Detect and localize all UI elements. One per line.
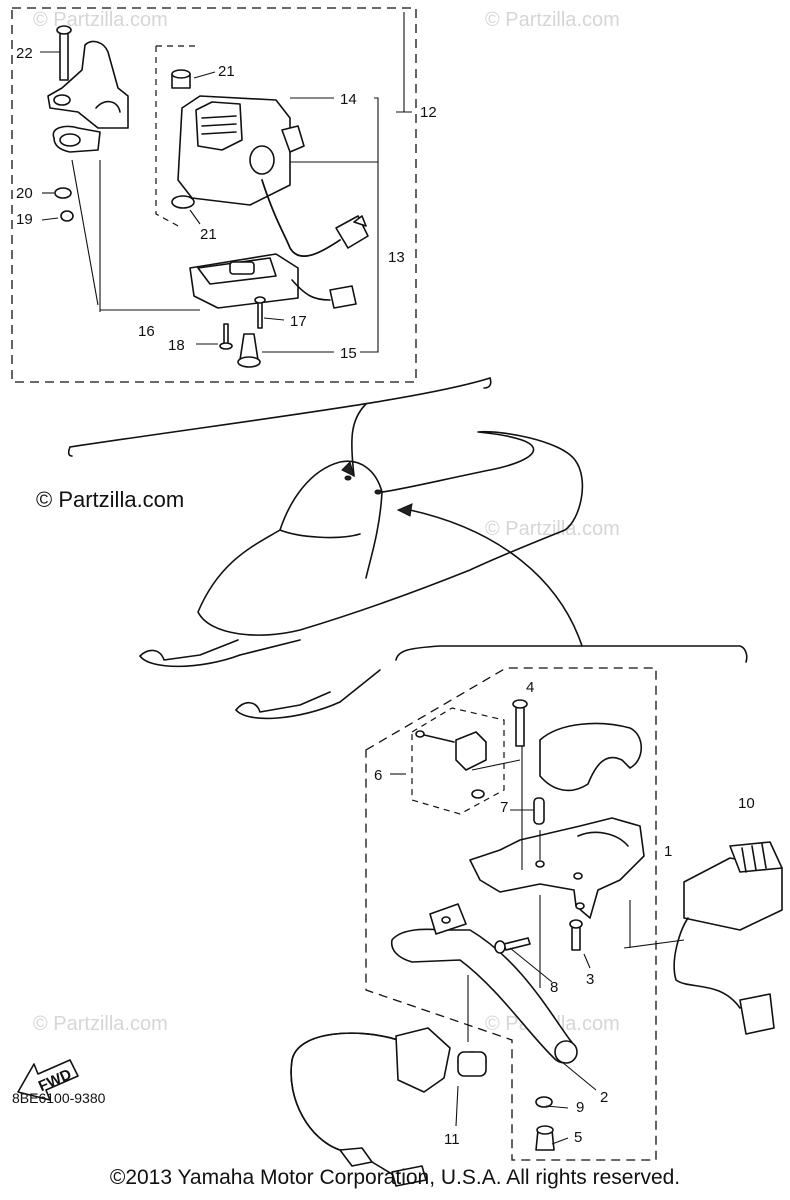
callout-16: 16 (138, 323, 155, 340)
diagram-code: 8BE6100-9380 (12, 1090, 106, 1106)
watermark-faint-2: © Partzilla.com (485, 9, 620, 31)
callout-10: 10 (738, 795, 755, 812)
callout-7: 7 (500, 799, 508, 816)
watermark-faint-3: © Partzilla.com (485, 518, 620, 540)
callout-4: 4 (526, 679, 534, 696)
callout-21b: 21 (200, 226, 217, 243)
watermark-faint-1: © Partzilla.com (33, 9, 168, 31)
callout-1: 1 (664, 843, 672, 860)
callout-5: 5 (574, 1129, 582, 1146)
callout-14: 14 (340, 91, 357, 108)
snowmobile-outline (67, 377, 748, 720)
callout-8: 8 (550, 979, 558, 996)
callout-6: 6 (374, 767, 382, 784)
callout-22: 22 (16, 45, 33, 62)
callout-2: 2 (600, 1089, 608, 1106)
callout-3: 3 (586, 971, 594, 988)
callout-12: 12 (420, 104, 437, 121)
callout-13: 13 (388, 249, 405, 266)
copyright-notice: ©2013 Yamaha Motor Corporation, U.S.A. A… (109, 1166, 681, 1189)
callout-21a: 21 (218, 63, 235, 80)
callout-19: 19 (16, 211, 33, 228)
watermark-main: © Partzilla.com (36, 487, 185, 512)
lower-assembly (290, 667, 783, 1187)
callout-18: 18 (168, 337, 185, 354)
callout-labels: 22 21 14 12 20 19 21 13 17 16 18 15 4 6 … (16, 45, 755, 1148)
callout-17: 17 (290, 313, 307, 330)
callout-11: 11 (444, 1131, 460, 1148)
watermark-faint-4: © Partzilla.com (33, 1013, 168, 1035)
callout-9: 9 (576, 1099, 584, 1116)
top-assembly (11, 7, 417, 383)
callout-20: 20 (16, 185, 33, 202)
callout-15: 15 (340, 345, 357, 362)
